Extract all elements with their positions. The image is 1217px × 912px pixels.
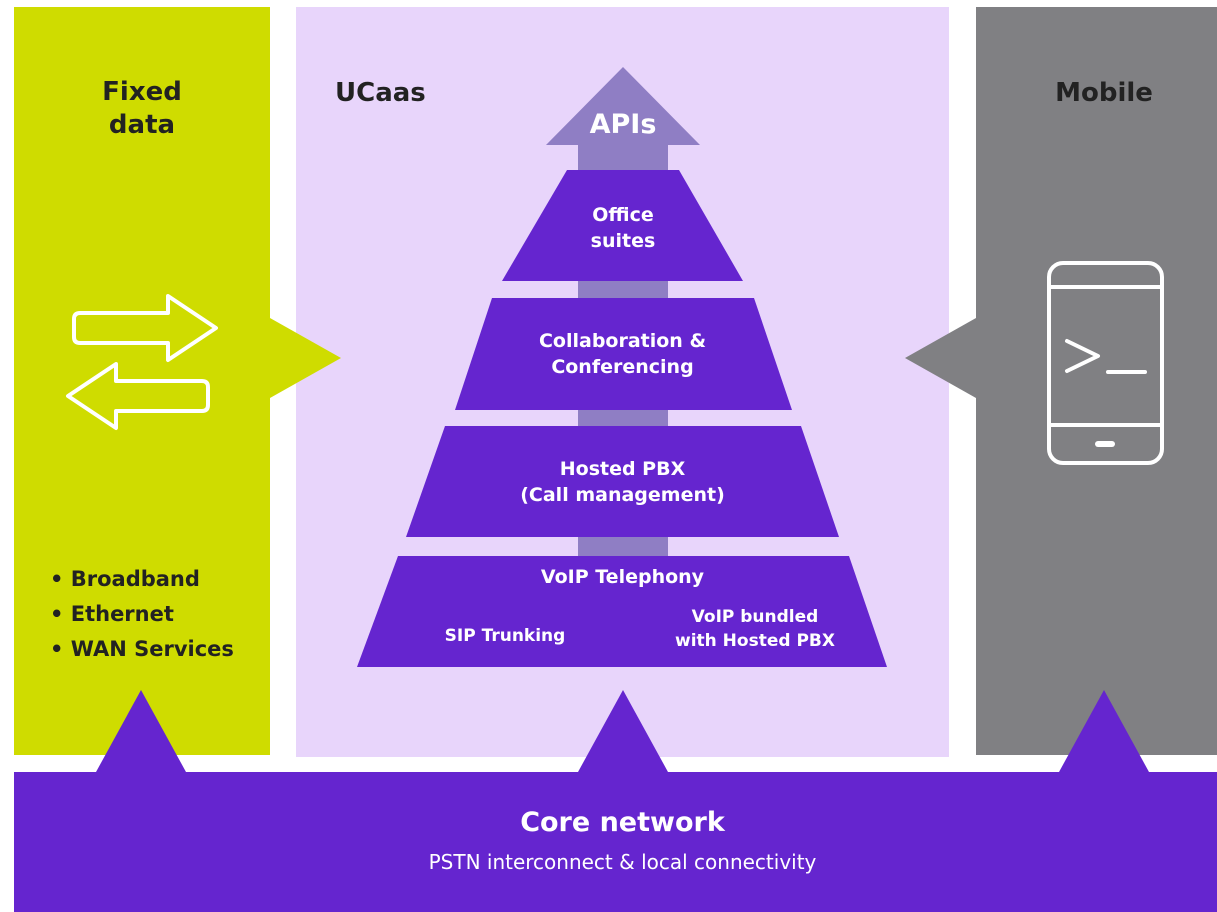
core-network-bar <box>14 772 1217 912</box>
tier-collaboration <box>455 298 792 410</box>
tier-label-line: Conferencing <box>551 356 694 378</box>
list-item: • Ethernet <box>50 602 174 626</box>
mobile-pointer <box>905 318 976 398</box>
tier-label-line: suites <box>590 230 656 252</box>
fixed-pointer <box>270 318 341 398</box>
core-network-subtitle: PSTN interconnect & local connectivity <box>428 850 817 874</box>
tier-label-line: with Hosted PBX <box>675 631 835 651</box>
tier-hosted-pbx <box>406 426 839 537</box>
list-item: • Broadband <box>50 567 200 591</box>
tier-label-line: (Call management) <box>520 484 725 506</box>
office-suites-label: Office suites <box>545 202 701 254</box>
fixed-data-title-line2: data <box>108 110 176 140</box>
mobile-terminal-icon <box>1047 261 1164 465</box>
tier-label-line: VoIP bundled <box>691 607 819 627</box>
sip-trunking-label: SIP Trunking <box>444 626 566 646</box>
tier-office-suites <box>502 170 743 281</box>
core-arrow-ucaas <box>578 690 668 772</box>
apis-label: APIs <box>589 109 657 140</box>
tier-label-line: Collaboration & <box>538 330 707 352</box>
list-item: • WAN Services <box>50 637 234 661</box>
ucaas-title: UCaas <box>335 78 426 108</box>
mobile-title: Mobile <box>1055 78 1153 108</box>
core-arrow-mobile <box>1059 690 1149 772</box>
fixed-data-list: • Broadband • Ethernet • WAN Services <box>50 562 234 667</box>
tier-label-line: Hosted PBX <box>559 458 686 480</box>
fixed-data-title-line1: Fixed <box>102 77 182 107</box>
mobile-panel <box>976 7 1217 755</box>
bidirectional-arrows-icon <box>66 294 218 430</box>
core-arrow-fixed <box>96 690 186 772</box>
fixed-data-title: Fixed data <box>14 76 270 142</box>
core-network-title: Core network <box>520 807 725 838</box>
voip-telephony-label: VoIP Telephony <box>540 566 705 588</box>
voip-bundled-label: VoIP bundled with Hosted PBX <box>640 605 870 653</box>
collaboration-label: Collaboration & Conferencing <box>480 328 765 380</box>
tier-label-line: Office <box>592 204 654 226</box>
hosted-pbx-label: Hosted PBX (Call management) <box>430 456 815 508</box>
tier-voip <box>357 556 887 667</box>
